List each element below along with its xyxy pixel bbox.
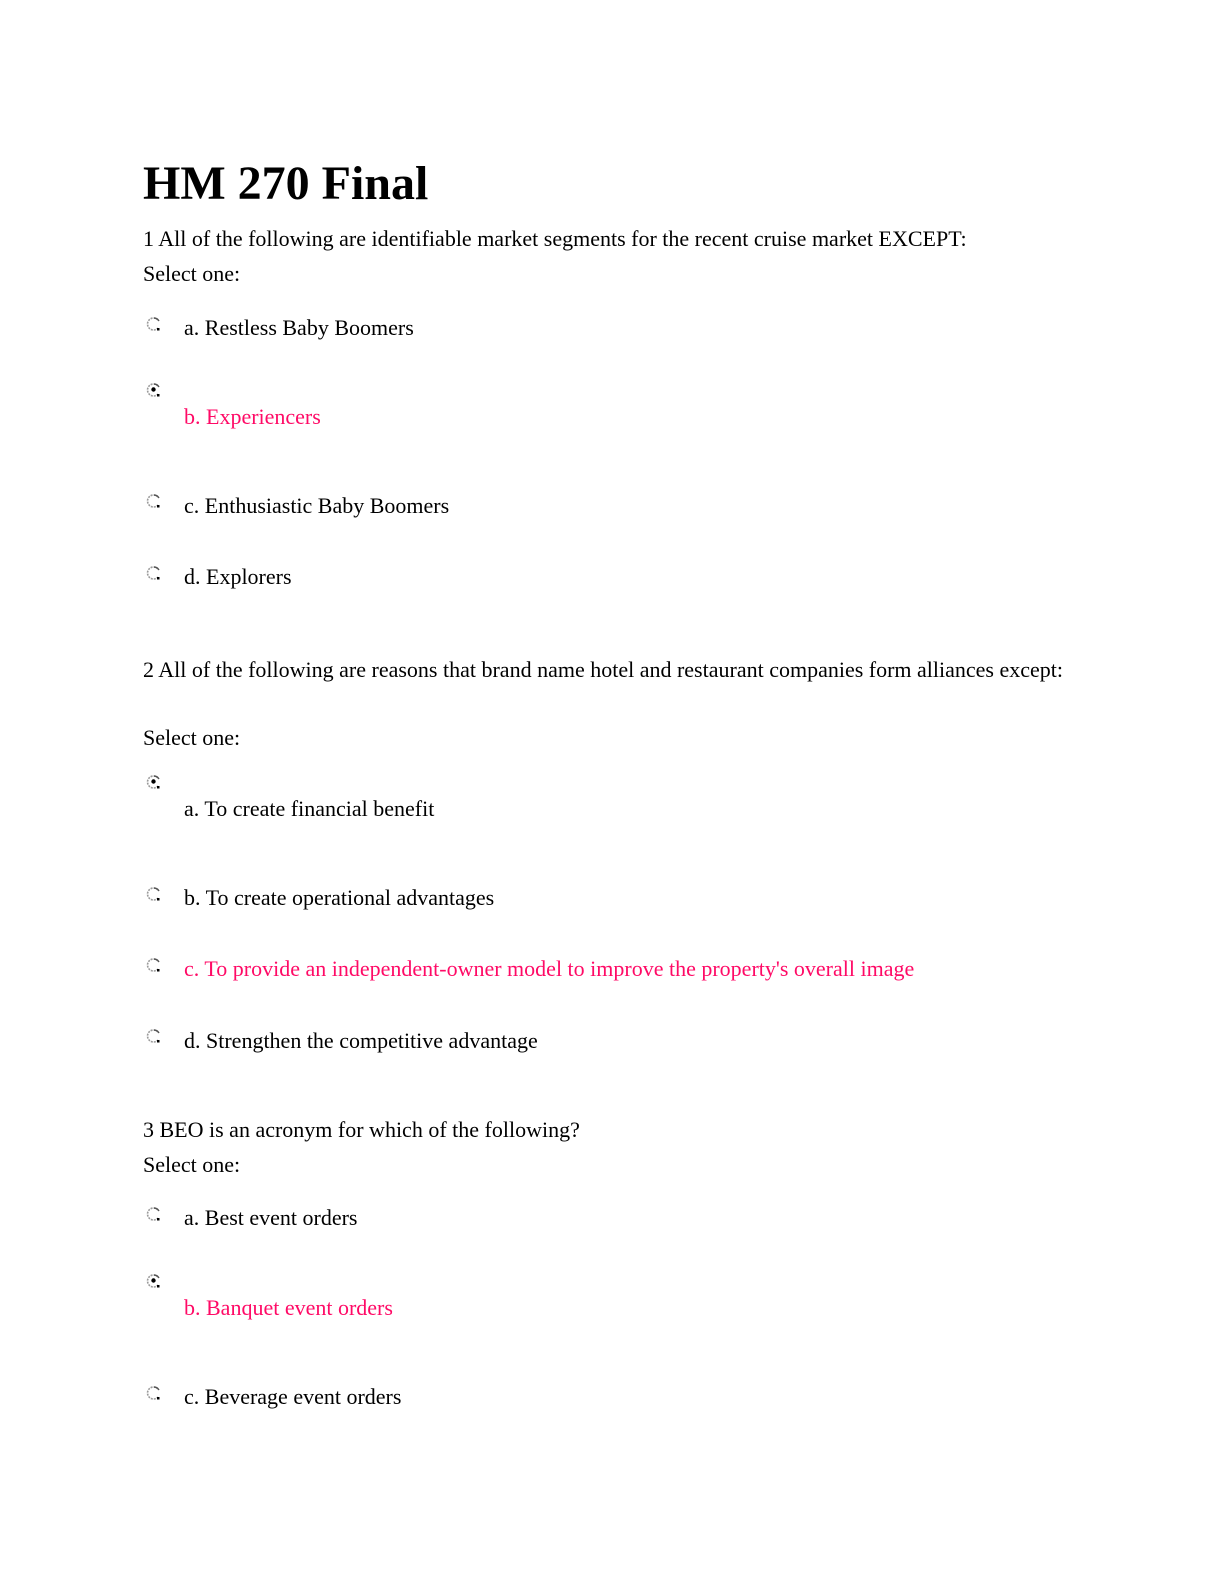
q2-option-b[interactable]: b. To create operational advantages — [184, 885, 495, 910]
radio-unchecked-icon[interactable] — [146, 1385, 160, 1400]
q1-option-a[interactable]: a. Restless Baby Boomers — [184, 315, 414, 340]
q2-option-a[interactable]: a. To create financial benefit — [184, 796, 435, 821]
q2-option-c[interactable]: c. To provide an independent-owner model… — [184, 956, 915, 981]
radio-checked-icon[interactable] — [146, 1273, 160, 1288]
radio-unchecked-icon[interactable] — [146, 957, 160, 972]
radio-checked-icon[interactable] — [146, 382, 160, 397]
radio-checked-icon[interactable] — [146, 774, 160, 789]
q1-option-b[interactable]: b. Experiencers — [184, 404, 321, 429]
radio-unchecked-icon[interactable] — [146, 493, 160, 508]
question-3-prompt: Select one: — [143, 1152, 241, 1177]
radio-unchecked-icon[interactable] — [146, 1028, 160, 1043]
radio-unchecked-icon[interactable] — [146, 1206, 160, 1221]
question-2-prompt: Select one: — [143, 725, 241, 750]
radio-unchecked-icon[interactable] — [146, 565, 160, 580]
radio-unchecked-icon[interactable] — [146, 316, 160, 331]
radio-unchecked-icon[interactable] — [146, 886, 160, 901]
question-3-text: 3 BEO is an acronym for which of the fol… — [143, 1117, 580, 1142]
q3-option-c[interactable]: c. Beverage event orders — [184, 1384, 402, 1409]
question-1-prompt: Select one: — [143, 261, 241, 286]
q3-option-a[interactable]: a. Best event orders — [184, 1205, 358, 1230]
document-title: HM 270 Final — [143, 157, 429, 210]
q1-option-c[interactable]: c. Enthusiastic Baby Boomers — [184, 493, 450, 518]
question-1-text: 1 All of the following are identifiable … — [143, 226, 967, 251]
q1-option-d[interactable]: d. Explorers — [184, 564, 292, 589]
q3-option-b[interactable]: b. Banquet event orders — [184, 1295, 393, 1320]
question-2-text: 2 All of the following are reasons that … — [143, 657, 1064, 682]
q2-option-d[interactable]: d. Strengthen the competitive advantage — [184, 1028, 538, 1053]
